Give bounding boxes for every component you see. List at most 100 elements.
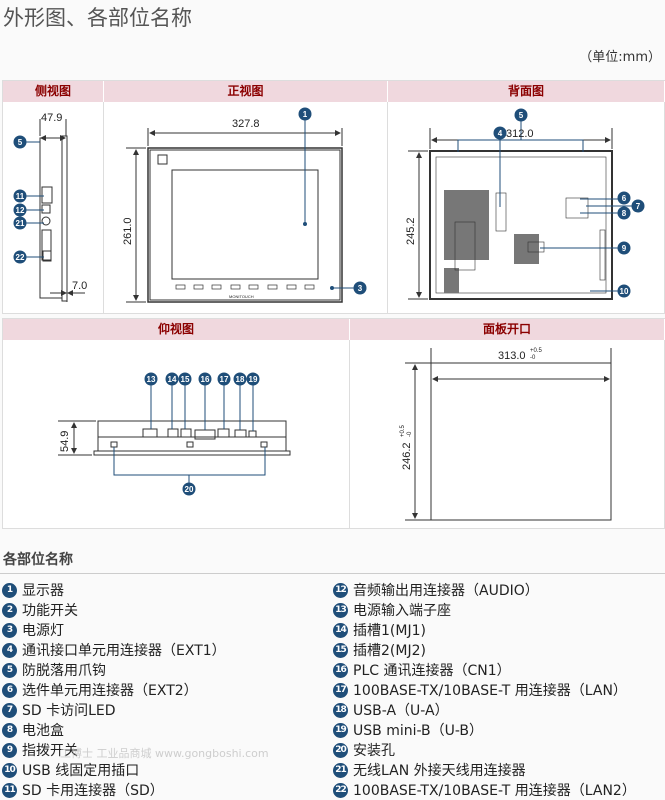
callout-number: 17 [220, 375, 229, 384]
list-item: 4 通讯接口单元用连接器（EXT1） [2, 640, 226, 660]
svg-text:+0.5: +0.5 [400, 424, 406, 437]
number-badge-icon: 5 [2, 662, 17, 678]
list-item: 14 插槽1(MJ1) [333, 620, 426, 640]
callout-number: 14 [168, 375, 177, 384]
number-badge-icon: 6 [2, 682, 17, 698]
part-label: 电源输入端子座 [353, 603, 451, 619]
part-label: SD 卡用连接器（SD） [22, 783, 164, 799]
callout-badge [198, 372, 212, 386]
part-label: 电源灯 [22, 623, 64, 639]
part-label: 安装孔 [353, 743, 395, 759]
number-badge-icon: 7 [2, 702, 17, 718]
list-item: 19 USB mini-B（U-B） [333, 720, 483, 740]
callout-badge [13, 189, 27, 203]
page-title: 外形图、各部位名称 [3, 6, 192, 30]
list-item: 9 指拨开关 [2, 740, 78, 760]
callout-number: 11 [16, 192, 25, 201]
callout-number: 15 [181, 375, 190, 384]
cutout-height-dim: 246.2 [401, 442, 413, 470]
part-label: 通讯接口单元用连接器（EXT1） [22, 643, 226, 659]
part-label: 显示器 [22, 583, 64, 599]
callout-badge [13, 203, 27, 217]
part-label: SD 卡访问LED [22, 703, 116, 719]
callout-badge [246, 372, 260, 386]
number-badge-icon: 18 [333, 702, 348, 718]
number-badge-icon: 10 [2, 762, 17, 778]
svg-text:-0: -0 [407, 431, 413, 437]
callout-badge [514, 108, 528, 122]
number-badge-icon: 15 [333, 642, 348, 658]
number-badge-icon: 16 [333, 662, 348, 678]
front-width-dim: 327.8 [232, 118, 260, 130]
bottom-view-drawing [58, 385, 291, 484]
list-item: 20 安装孔 [333, 740, 395, 760]
callout-badge [617, 241, 631, 255]
header-side-view: 侧视图 [3, 81, 104, 102]
watermark: 工博士 工业品商城 www.gongboshi.com [60, 747, 269, 760]
section-title: 各部位名称 [3, 552, 73, 568]
part-label: 无线LAN 外接天线用连接器 [353, 763, 526, 779]
callout-number: 9 [622, 244, 627, 253]
callout-number: 20 [185, 485, 194, 494]
part-label: 指拨开关 [22, 743, 78, 759]
callout-number: 22 [16, 253, 25, 262]
part-label: 防脱落用爪钩 [22, 663, 106, 679]
callout-badge [182, 482, 196, 496]
callout-badge [217, 372, 231, 386]
callout-badge [165, 372, 179, 386]
callout-badge [617, 284, 631, 298]
callout-badge [617, 206, 631, 220]
divider [0, 573, 665, 574]
callout-badge [353, 281, 367, 295]
part-label: 选件单元用连接器（EXT2） [22, 683, 198, 699]
list-item: 18 USB-A（U-A） [333, 700, 449, 720]
callout-number: 3 [358, 284, 363, 293]
callout-number: 19 [249, 375, 258, 384]
callout-number: 21 [16, 219, 25, 228]
side-bezel-dim: 7.0 [72, 280, 87, 292]
callout-badge [178, 372, 192, 386]
callout-number: 8 [622, 209, 627, 218]
list-item: 7 SD 卡访问LED [2, 700, 116, 720]
number-badge-icon: 4 [2, 642, 17, 658]
side-depth-dim: 47.9 [41, 112, 62, 124]
part-label: USB 线固定用插口 [22, 763, 140, 779]
callout-badge [13, 250, 27, 264]
part-label: USB-A（U-A） [353, 703, 449, 719]
header-bottom-view: 仰视图 [3, 319, 350, 340]
bottom-depth-dim: 54.9 [59, 431, 71, 452]
callout-number: 4 [498, 129, 503, 138]
callout-number: 12 [16, 206, 25, 215]
number-badge-icon: 14 [333, 622, 348, 638]
number-badge-icon: 12 [333, 582, 348, 598]
drawings: 47.9 7.0 327.8 261.0 MONITOUCH 312.0 245… [13, 107, 645, 521]
callout-number: 10 [620, 287, 629, 296]
number-badge-icon: 20 [333, 742, 348, 758]
callout-badge [617, 191, 631, 205]
callout-badge [233, 372, 247, 386]
panel-cutout-drawing [405, 348, 612, 521]
part-label: USB mini-B（U-B） [353, 723, 484, 739]
number-badge-icon: 9 [2, 742, 17, 758]
number-badge-icon: 19 [333, 722, 348, 738]
front-view-drawing [126, 114, 360, 303]
side-view-drawing [20, 119, 85, 302]
callout-badge [144, 372, 158, 386]
part-label: 插槽1(MJ1) [353, 623, 426, 639]
part-label: 电池盒 [22, 723, 64, 739]
callout-badge [493, 126, 507, 140]
callout-number: 18 [236, 375, 245, 384]
number-badge-icon: 2 [2, 602, 17, 618]
part-label: 100BASE-TX/10BASE-T 用连接器（LAN） [353, 683, 627, 699]
svg-text:-0: -0 [530, 355, 536, 361]
